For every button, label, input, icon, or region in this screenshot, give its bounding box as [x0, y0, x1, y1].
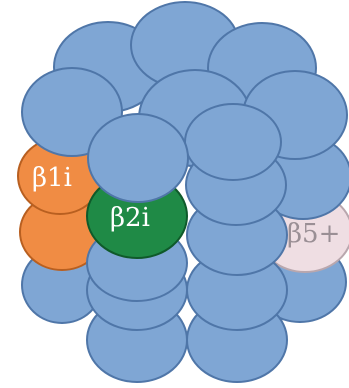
subunit-front-right-row1 — [185, 104, 281, 180]
beta1-label: β1i — [32, 163, 72, 193]
front-right-column — [185, 104, 287, 382]
front-left-column — [87, 114, 188, 382]
beta5-label: β5+ — [287, 219, 340, 249]
beta2-label: β2i — [110, 203, 150, 233]
subunit-front-left-row1 — [88, 114, 188, 202]
